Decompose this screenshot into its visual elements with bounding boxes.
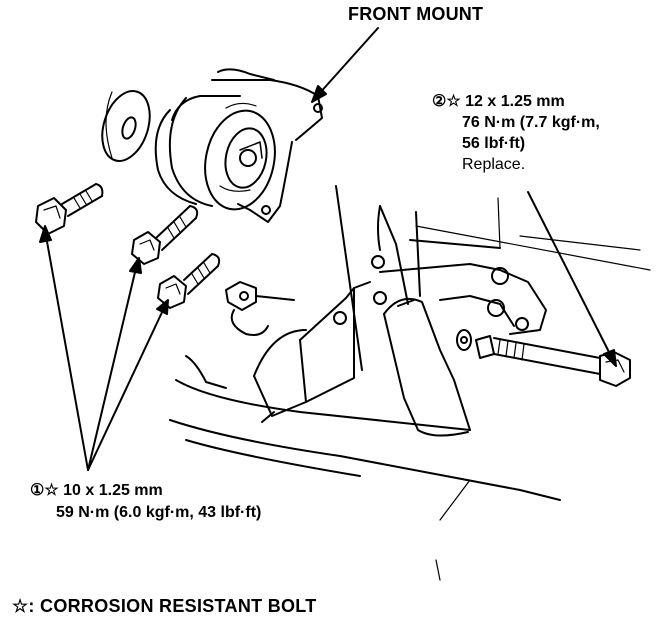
washer — [101, 90, 151, 162]
frame-bracket — [169, 185, 651, 581]
bolt-1c — [157, 253, 221, 309]
nut-clip — [225, 281, 295, 336]
bolt-1-torque: 59 N·m (6.0 kgf·m, 43 lbf·ft) — [56, 504, 262, 521]
front-mount-label: FRONT MOUNT — [348, 4, 484, 24]
bolt-1b — [131, 205, 199, 265]
bolt-2-torque-cont: 56 lbf·ft) — [462, 135, 526, 152]
bolt-1-callout: ①☆ 10 x 1.25 mm 59 N·m (6.0 kgf·m, 43 lb… — [30, 480, 261, 524]
bolt-2-callout: ②☆ 12 x 1.25 mm 76 N·m (7.7 kgf·m, 56 lb… — [432, 91, 600, 175]
bolt-2-torque: 76 N·m (7.7 kgf·m, — [462, 114, 600, 131]
leader-front-mount — [311, 27, 379, 103]
bolt-2 — [456, 329, 631, 387]
front-mount — [154, 68, 323, 223]
bolt-1-size: ①☆ 10 x 1.25 mm — [30, 482, 163, 499]
legend: ☆: CORROSION RESISTANT BOLT — [12, 596, 317, 616]
bolt-2-size: ②☆ 12 x 1.25 mm — [432, 93, 565, 110]
leader-bolt-2 — [527, 191, 617, 367]
bolt-1a — [35, 183, 104, 235]
bolt-2-note: Replace. — [462, 156, 526, 173]
